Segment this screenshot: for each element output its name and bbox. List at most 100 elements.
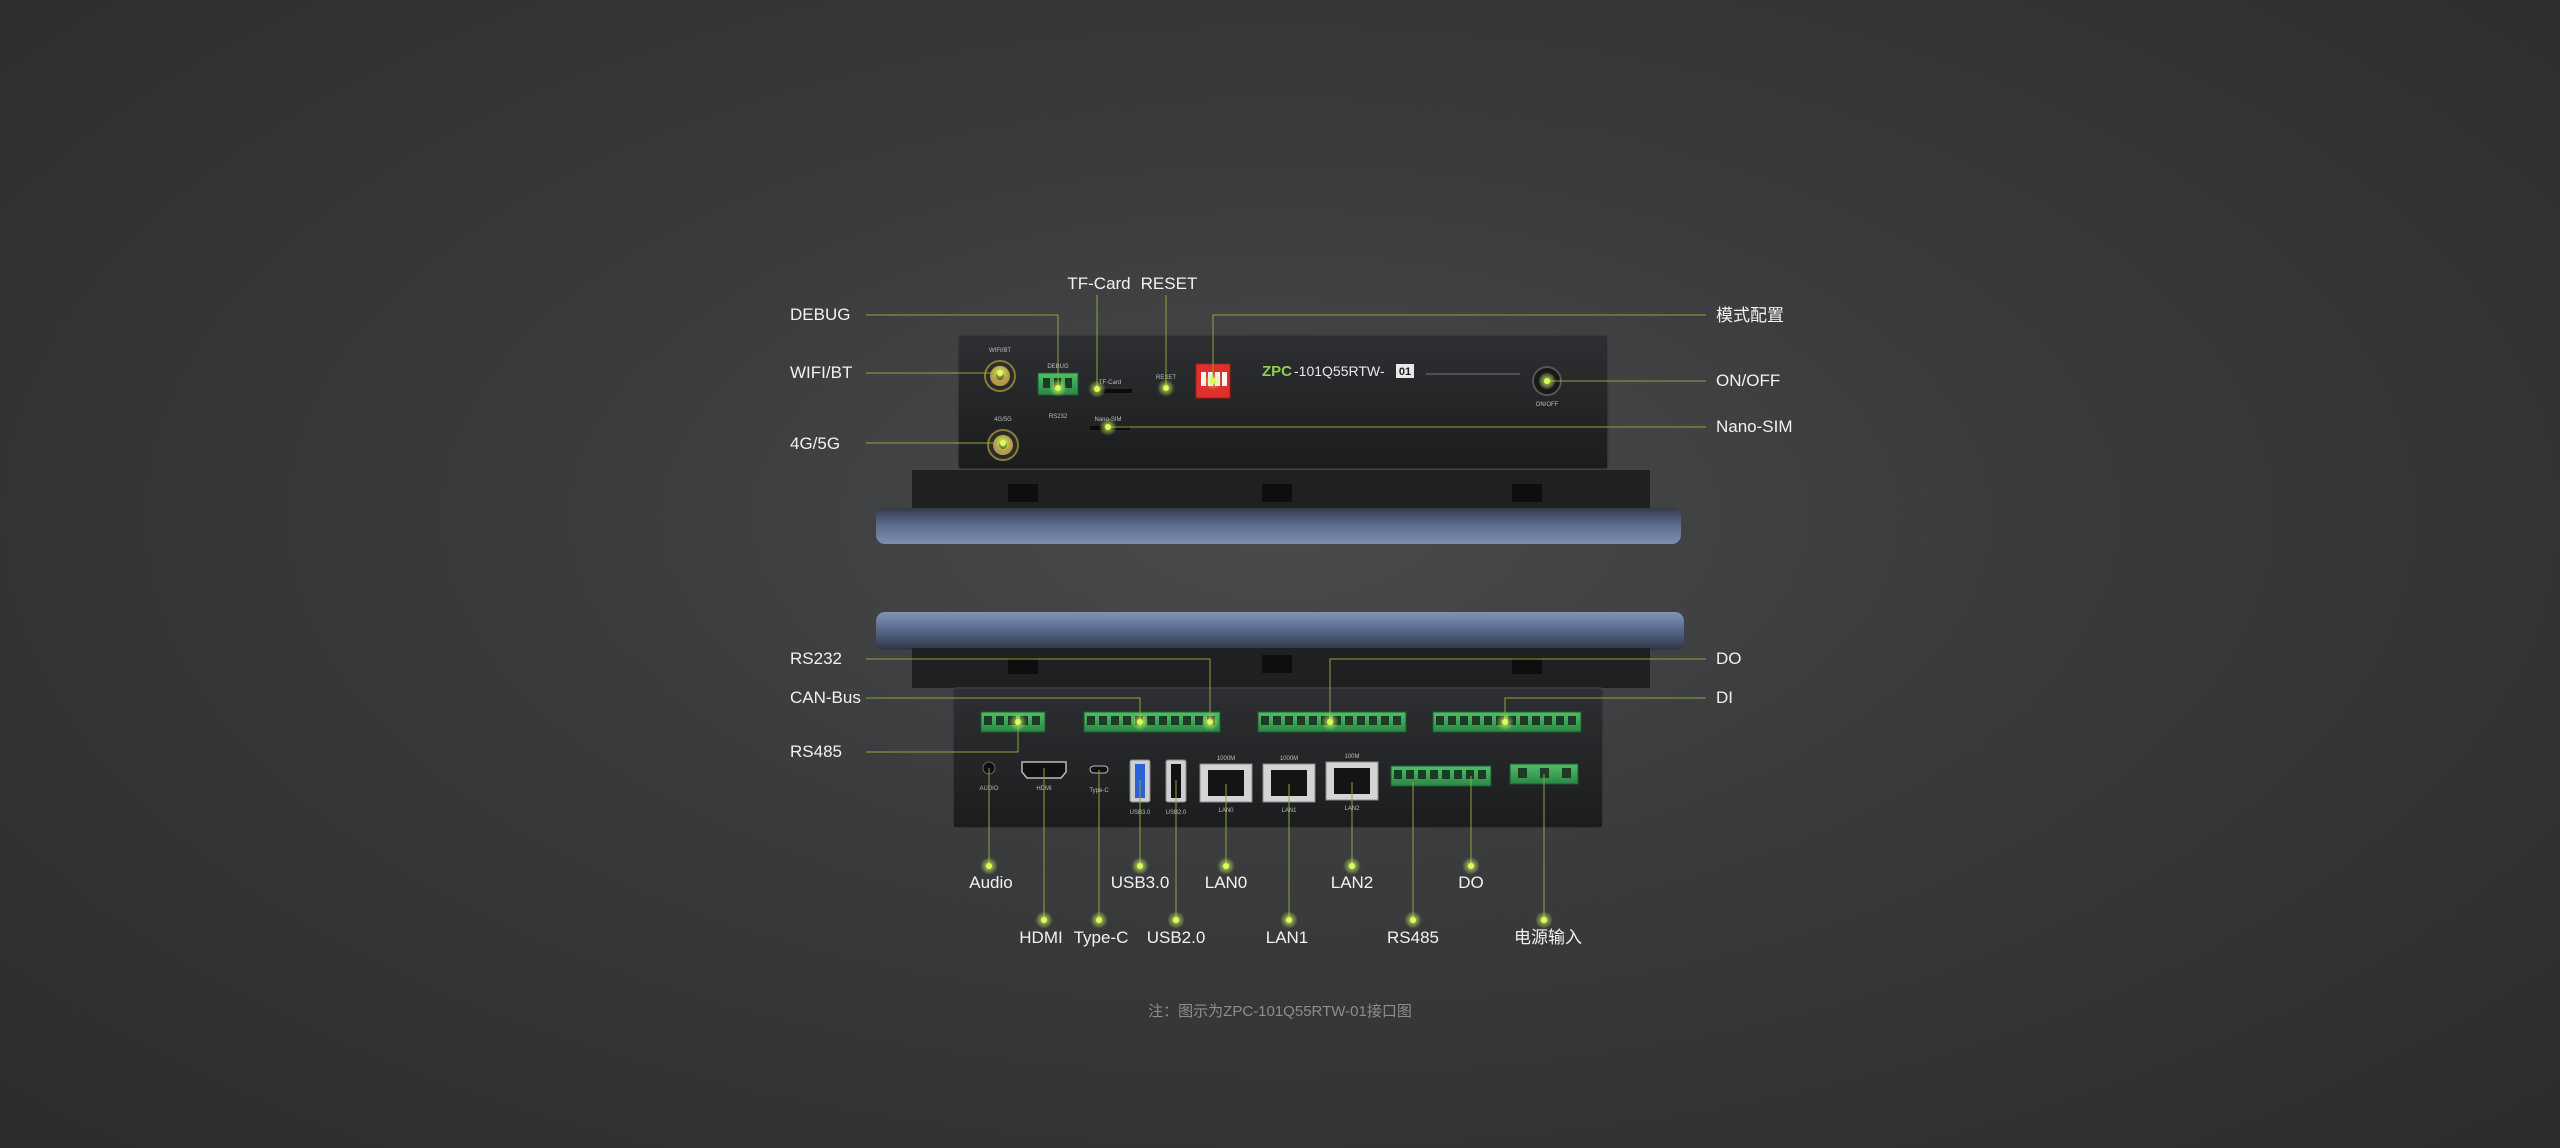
rs232-can-terminal-block (1083, 711, 1221, 733)
callout-rs485-left (866, 713, 1027, 753)
callout-power (1535, 774, 1553, 929)
highlight-dot (1096, 917, 1102, 923)
panel-print-lan1-speed: 1000M (1280, 756, 1298, 762)
highlight-dot (1502, 719, 1508, 725)
terminal-pin (996, 716, 1004, 725)
callout-type-c (1090, 770, 1108, 929)
terminal-pin (1568, 716, 1576, 725)
highlight-dot (1137, 863, 1143, 869)
panel-print-tf: TF-Card (1099, 380, 1121, 386)
callout-do-right (1321, 658, 1706, 731)
terminal-pin (1466, 770, 1474, 779)
terminal-pin (984, 716, 992, 725)
callout-rs232 (866, 658, 1219, 731)
callout-can-bus (866, 697, 1149, 731)
highlight-dot (1544, 378, 1550, 384)
callout-tf-card (1088, 295, 1106, 398)
terminal-pin (1460, 716, 1468, 725)
highlight-dot (1349, 863, 1355, 869)
callout-usb2 (1167, 780, 1185, 929)
callout-lines (866, 295, 1706, 929)
label-on-off: ON/OFF (1716, 371, 1781, 390)
terminal-pin (1147, 716, 1155, 725)
callout-hdmi (1035, 768, 1053, 929)
highlight-dot (1015, 719, 1021, 725)
callout-rs485-bottom (1404, 782, 1422, 929)
terminal-pin (1436, 716, 1444, 725)
callout-lan2 (1343, 782, 1361, 875)
panel-print-onoff: ON/OFF (1536, 402, 1559, 408)
terminal-pin (1430, 770, 1438, 779)
callout-on-off (1538, 372, 1706, 390)
label-usb30: USB3.0 (1110, 873, 1170, 892)
terminal-pin (1472, 716, 1480, 725)
terminal-pin (1309, 716, 1317, 725)
top-bracket (912, 470, 1650, 510)
highlight-dot (1137, 719, 1143, 725)
top-housing (957, 334, 1609, 470)
highlight-dot (1055, 385, 1061, 391)
terminal-pin (1448, 716, 1456, 725)
highlight-dot (1041, 917, 1047, 923)
terminal-pin (1406, 770, 1414, 779)
highlight-dot (1105, 424, 1111, 430)
terminal-pin (1532, 716, 1540, 725)
panel-print-rs232: RS232 (1049, 414, 1068, 420)
callout-di-right (1496, 697, 1706, 731)
terminal-pin (1099, 716, 1107, 725)
bottom-bracket (912, 648, 1650, 688)
terminal-pin (1345, 716, 1353, 725)
terminal-pin (1484, 716, 1492, 725)
model-suffix: 01 (1399, 366, 1411, 378)
highlight-dot (1173, 917, 1179, 923)
panel-print-4g: 4G/5G (994, 417, 1012, 423)
label-lan1: LAN1 (1265, 928, 1309, 947)
terminal-pin (1418, 770, 1426, 779)
label-nano-sim: Nano-SIM (1716, 417, 1793, 436)
terminal-pin (1357, 716, 1365, 725)
rs485-io-terminal-block (1390, 765, 1492, 787)
terminal-pin (1393, 716, 1401, 725)
terminal-pin (1171, 716, 1179, 725)
tf-card-slot: TF-Card (1092, 380, 1132, 393)
label-debug: DEBUG (790, 305, 851, 324)
terminal-pin (1544, 716, 1552, 725)
highlight-dot (1163, 385, 1169, 391)
label-wifi-bt: WIFI/BT (790, 363, 853, 382)
highlight-dot (1094, 386, 1100, 392)
footnote: 注：图示为ZPC-101Q55RTW-01接口图 (1148, 1003, 1412, 1020)
callout-4g (866, 434, 1012, 452)
terminal-pin (1195, 716, 1203, 725)
terminal-pin (1087, 716, 1095, 725)
terminal-pin (1273, 716, 1281, 725)
highlight-dot (1410, 917, 1416, 923)
terminal-pin (1442, 770, 1450, 779)
terminal-pin (1285, 716, 1293, 725)
callout-mode-config (1204, 314, 1706, 390)
label-hdmi: HDMI (1019, 928, 1063, 947)
panel-print-lan2-speed: 100M (1344, 754, 1359, 760)
terminal-pin (1183, 716, 1191, 725)
label-audio: Audio (969, 873, 1013, 892)
label-do-bottom: DO (1458, 873, 1484, 892)
highlight-dot (986, 863, 992, 869)
terminal-pin (1111, 716, 1119, 725)
highlight-dot (997, 370, 1003, 376)
label-lan2: LAN2 (1330, 873, 1374, 892)
label-rs485-left: RS485 (790, 742, 842, 761)
terminal-pin (1394, 770, 1402, 779)
highlight-dot (1327, 719, 1333, 725)
panel-print-wifi: WIFI/BT (989, 348, 1011, 354)
callout-wifi (866, 364, 1009, 382)
top-panel: WIFI/BT 4G/5G DEBUG RS232 TF-Card RESET (957, 334, 1609, 470)
terminal-pin (1123, 716, 1131, 725)
callout-nano-sim (1099, 418, 1706, 436)
label-mode-config: 模式配置 (1716, 306, 1784, 325)
label-tf-card: TF-Card (1067, 274, 1131, 293)
callout-lan0 (1217, 784, 1235, 875)
terminal-pin (1381, 716, 1389, 725)
terminal-pin (1520, 716, 1528, 725)
model-number: -101Q55RTW- (1294, 363, 1385, 379)
callout-usb3 (1131, 780, 1149, 875)
